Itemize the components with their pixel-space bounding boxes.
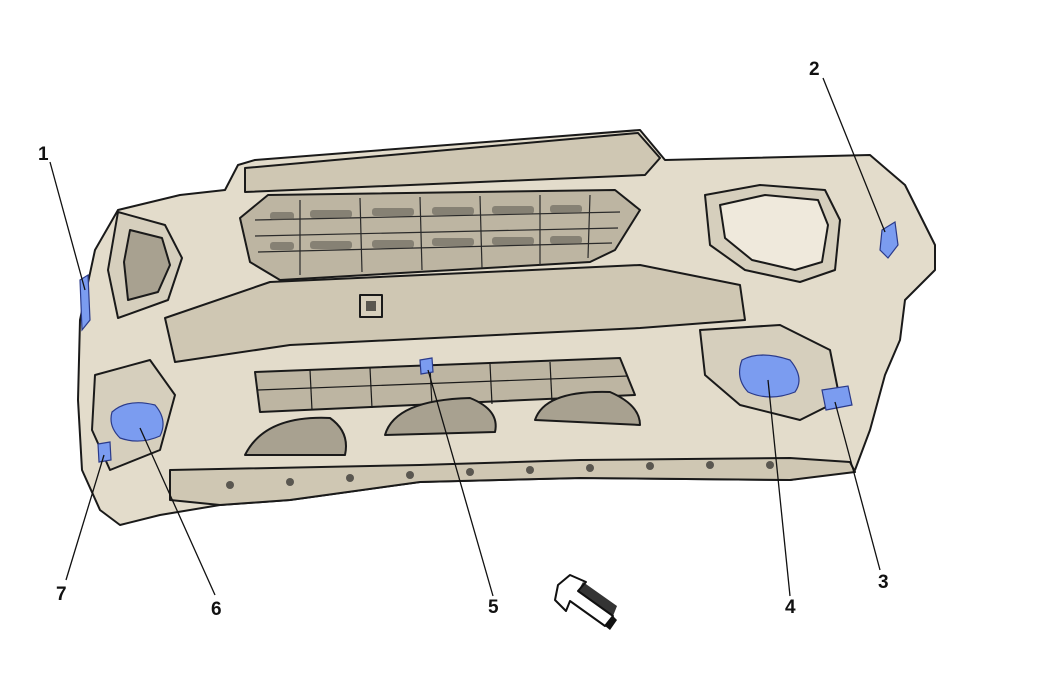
callout-4: 4: [785, 597, 796, 618]
front-bumper-assembly: [77, 129, 936, 526]
callout-2: 2: [809, 59, 820, 80]
part-3-sensor-right: [821, 385, 853, 411]
leader-lines: [49, 77, 886, 597]
lower-grille: [244, 357, 641, 456]
callouts: 1 2 3 4 5 6 7: [38, 59, 889, 620]
callout-1: 1: [38, 144, 49, 165]
callout-6: 6: [211, 599, 222, 620]
part-4-fog-lamp-right: [738, 354, 800, 398]
highlighted-parts: [79, 221, 899, 463]
callout-5: 5: [488, 597, 499, 618]
callout-3: 3: [878, 572, 889, 593]
direction-arrow-icon: [554, 574, 617, 630]
upper-grille: [254, 194, 621, 275]
part-6-fog-lamp-left: [110, 402, 164, 442]
part-5-center-clip: [419, 357, 434, 375]
callout-7: 7: [56, 584, 67, 605]
part-7-sensor-left: [97, 441, 112, 463]
part-1-side-bracket-left: [79, 273, 91, 332]
